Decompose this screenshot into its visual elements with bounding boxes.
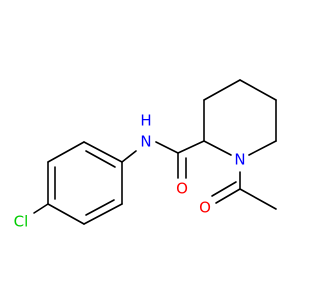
bond <box>203 79 241 101</box>
bond <box>203 140 232 156</box>
structure-diagram: N H N O O Cl <box>14 79 277 231</box>
bond-nitrogen-carbonyl <box>155 141 179 154</box>
double-bond-inner <box>85 199 115 216</box>
bond-acetyl-oxygen <box>215 188 241 204</box>
bond-acetyl-methyl <box>239 188 277 210</box>
atom-chlorine: Cl <box>14 213 29 231</box>
molecule-canvas: N H N O O Cl <box>13 79 277 231</box>
bond-aryl-nitrogen <box>121 150 137 163</box>
atom-nitrogen-ring: N <box>234 151 245 169</box>
piperidine-ring <box>203 79 277 156</box>
bond <box>47 203 85 225</box>
benzene-ring <box>47 141 123 225</box>
bond <box>47 141 85 163</box>
atom-oxygen-amide: O <box>176 180 188 198</box>
bond-chlorine <box>33 203 49 214</box>
bond <box>248 140 277 156</box>
bond <box>239 79 277 101</box>
bond-carbonyl-ring <box>177 140 205 154</box>
atom-hydrogen-amide: H <box>140 112 151 130</box>
atom-nitrogen-amide: N <box>140 133 151 151</box>
bond <box>83 203 123 225</box>
bond-acetyl-oxygen-double <box>211 181 237 197</box>
double-bond-inner <box>85 150 116 168</box>
bond <box>83 141 123 163</box>
atom-oxygen-acetyl: O <box>199 199 211 217</box>
